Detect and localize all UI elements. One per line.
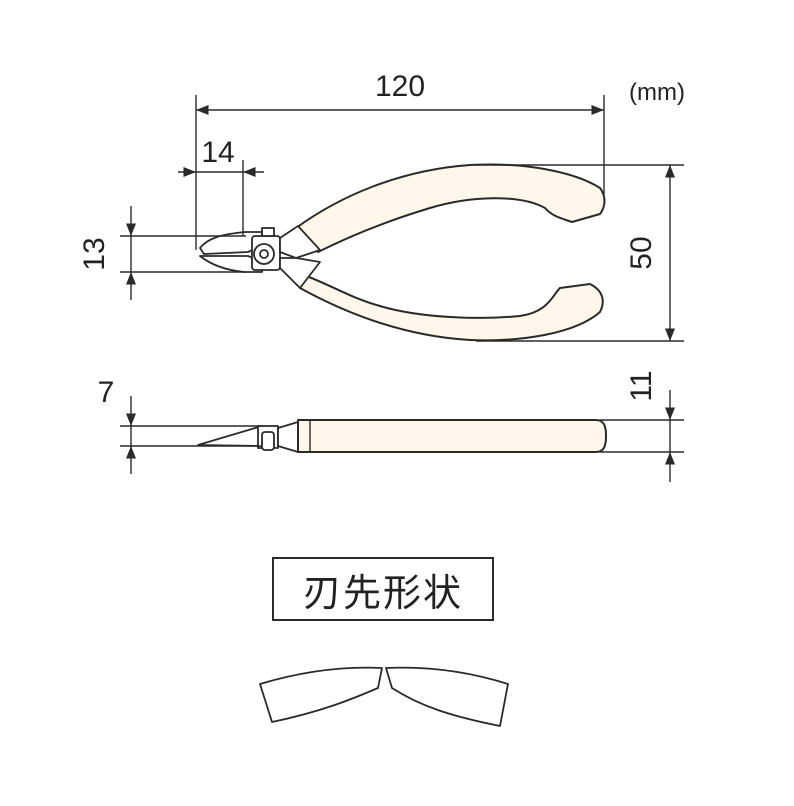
- lower-neck: [279, 257, 321, 289]
- side-pivot-cap: [261, 431, 275, 451]
- blade-left: [259, 666, 383, 723]
- side-collar: [277, 421, 299, 453]
- side-handle: [297, 419, 607, 453]
- blade-right: [385, 666, 509, 727]
- side-blade: [197, 425, 263, 447]
- pliers-top-view: [199, 163, 606, 342]
- dim-blade-thickness: 7: [98, 376, 115, 409]
- dim-handle-thickness: 11: [625, 370, 658, 401]
- lower-handle: [295, 271, 604, 342]
- pivot-inner: [259, 249, 269, 259]
- blade-shape-label-box: 刃先形状: [272, 557, 494, 621]
- pliers-side-view: [197, 419, 607, 453]
- spring-tab: [261, 227, 275, 237]
- dim-overall-length: 120: [375, 70, 425, 103]
- dim-head-height: 13: [78, 237, 111, 270]
- upper-handle: [295, 163, 606, 253]
- blade-shape-label: 刃先形状: [302, 570, 463, 615]
- unit-label: (mm): [629, 79, 685, 106]
- upper-neck: [279, 225, 321, 259]
- blade-shape-diagram: [259, 666, 509, 727]
- dim-head-length: 14: [201, 136, 234, 169]
- dim-open-width: 50: [625, 236, 658, 269]
